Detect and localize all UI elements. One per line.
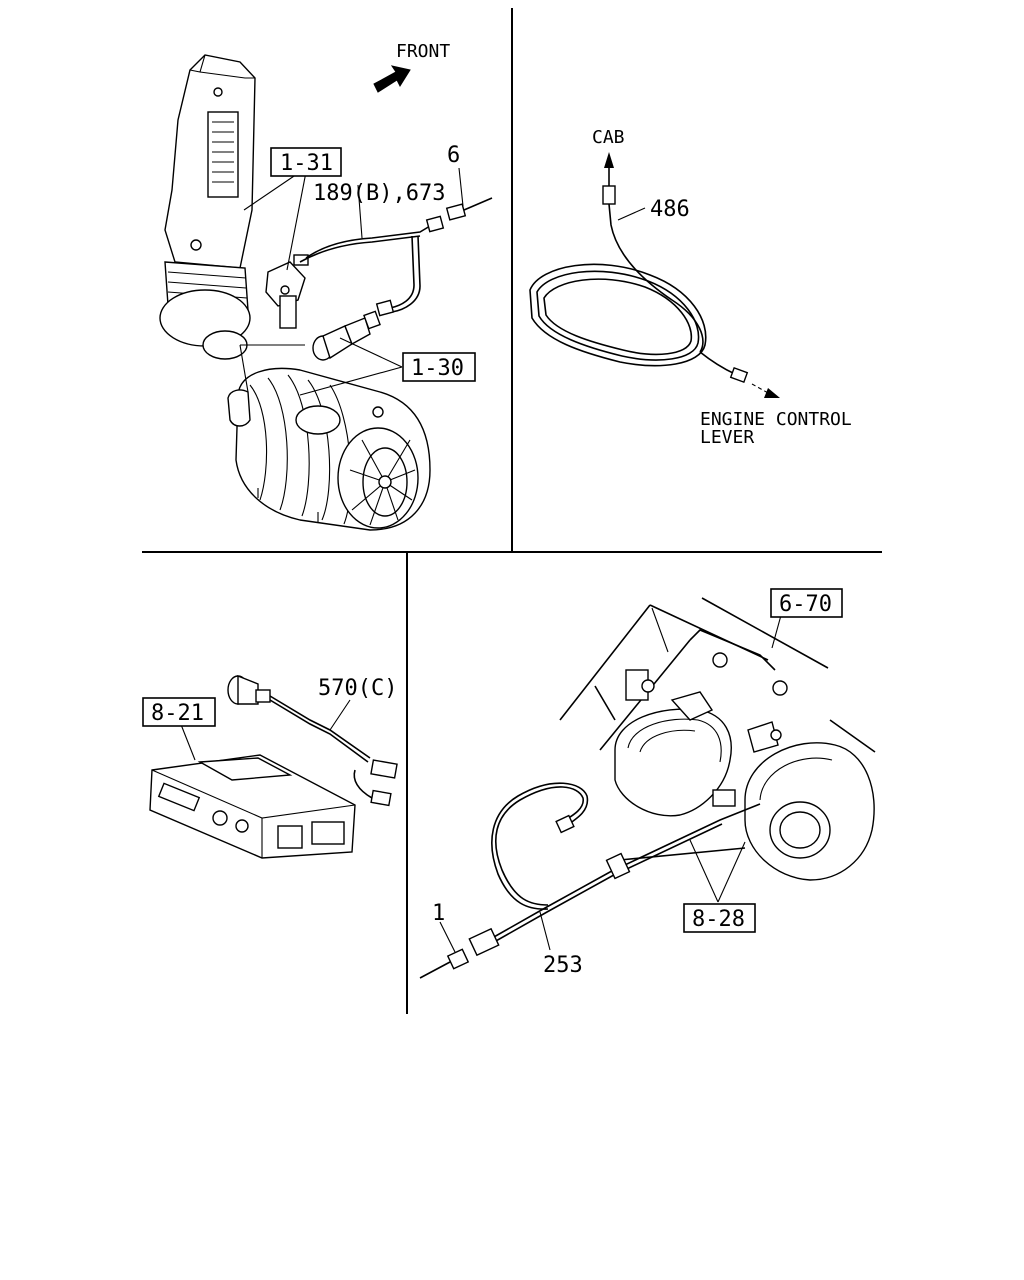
leader-6 [458,167,464,207]
leader-189 [357,184,363,239]
cable-486-coil [529,263,707,367]
leader-8-28-right [717,841,746,903]
ref-1-30[interactable]: 1-30 [411,356,464,381]
air-cleaner-body [227,367,431,531]
ref-box-6-70 [770,588,843,618]
front-label: FRONT [396,41,450,62]
ref-box-8-21 [142,697,216,727]
control-unit [149,754,356,859]
leader-8-21 [179,721,196,761]
leader-486 [617,207,646,221]
harness-253 [419,782,761,979]
part-570-label: 570(C) [318,676,397,701]
panel-harness-253: 6-70 8-28 1 253 [419,588,876,979]
part-1-label: 1 [432,901,445,926]
engine-control-label-1: ENGINE CONTROL [700,409,852,430]
part-189-label: 189(B),673 [313,181,445,206]
cable-end-top [602,185,616,205]
leader-1-31-duct [243,171,301,211]
leader-1-31-sensor [286,171,307,271]
leader-1-30-sensor [339,337,403,368]
ref-box-1-31 [270,147,342,177]
ref-6-70[interactable]: 6-70 [779,592,832,617]
sensor-570 [227,674,398,807]
cab-arrow-icon [604,152,614,168]
leader-253 [539,911,551,951]
leader-1 [439,921,456,953]
panel-air-intake: FRONT [159,41,493,531]
panel-controller: 8-21 570(C) [142,674,398,859]
leader-570 [329,699,351,731]
leader-8-28-left [689,839,719,903]
part-486-label: 486 [650,197,690,222]
panel-cable-486: CAB 486 ENGINE CONTROL LEVER [529,127,852,448]
engine-control-label-2: LEVER [700,427,754,448]
part-6-label: 6 [447,143,460,168]
bellows-left [614,669,732,817]
part-253-label: 253 [543,953,583,978]
cable-end-bottom [729,367,749,383]
ref-8-21[interactable]: 8-21 [151,701,204,726]
cable-486-lead [608,203,704,353]
boost-sensor [312,310,381,361]
cab-label: CAB [592,127,625,148]
leader-duct-body [239,344,249,393]
leader-1-30-body [299,366,403,396]
engine-arrow-icon [764,388,780,398]
harness-189 [299,197,493,317]
intake-sensor [265,254,309,329]
ref-8-28[interactable]: 8-28 [692,907,745,932]
front-arrow-icon [373,65,411,93]
air-duct [159,54,256,360]
leader-frame-a [651,607,669,653]
cable-486-tail [699,351,736,375]
ref-1-31[interactable]: 1-31 [280,151,333,176]
ref-box-1-30 [402,352,476,382]
ref-box-8-28 [683,903,756,933]
bellows-right [712,652,875,881]
